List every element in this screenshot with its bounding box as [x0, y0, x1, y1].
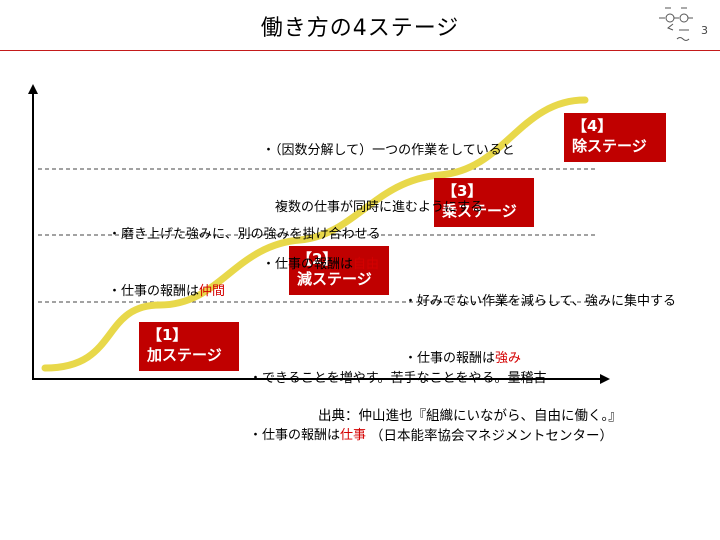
stage-2-reward-line: ・仕事の報酬は強み — [404, 349, 676, 368]
stage-1-line: ・できることを増やす。苦手なことをやる。量稽古 — [249, 371, 547, 386]
stage-2-reward: 強み — [495, 351, 522, 366]
stage-4-line: ・（因数分解して）一つの作業をしていると — [262, 143, 515, 158]
stage-3-line: ・磨き上げた強みに、別の強みを掛け合わせる — [108, 227, 381, 242]
source-line-2: （日本能率協会マネジメントセンター） — [370, 428, 613, 444]
stage-1-box: 【1】 加ステージ — [139, 322, 239, 371]
reward-prefix: ・仕事の報酬は — [262, 257, 354, 272]
y-axis-arrow-icon — [28, 84, 38, 94]
stage-1-tag: 【1】 — [147, 326, 188, 344]
stage-4-tag: 【4】 — [572, 117, 613, 135]
logo-icon — [659, 7, 693, 41]
stage-4-name: 除ステージ — [572, 137, 647, 155]
stage-1-reward-line: ・仕事の報酬は仕事 — [249, 426, 546, 445]
stage-4-line: 複数の仕事が同時に進むようにする — [262, 200, 484, 215]
reward-prefix: ・仕事の報酬は — [108, 284, 200, 299]
stage-2-name: 減ステージ — [297, 270, 372, 288]
stage-3-reward: 仲間 — [199, 284, 226, 299]
stage-4-reward: 自由 — [353, 257, 380, 272]
stage-4-description: ・（因数分解して）一つの作業をしていると 複数の仕事が同時に進むようにする ・仕… — [262, 103, 515, 293]
stage-1-name: 加ステージ — [147, 346, 222, 364]
stage-1-description: ・できることを増やす。苦手なことをやる。量稽古 ・仕事の報酬は仕事 — [249, 331, 546, 464]
stage-2-box: 【2】 減ステージ — [289, 246, 389, 295]
stage-3-tag: 【3】 — [442, 182, 483, 200]
x-axis-arrow-icon — [600, 374, 610, 384]
page-number: 3 — [701, 24, 708, 37]
title-underline — [0, 50, 720, 51]
stage-2-tag: 【2】 — [297, 250, 338, 268]
source-line-1: 出典：仲山進也『組織にいながら、自由に働く。』 — [318, 408, 622, 424]
stage-4-box: 【4】 除ステージ — [564, 113, 666, 162]
stage-3-name: 乗ステージ — [442, 202, 517, 220]
stage-4-reward-line: ・仕事の報酬は自由 — [262, 255, 515, 274]
reward-prefix: ・仕事の報酬は — [249, 428, 341, 443]
stage-1-reward: 仕事 — [340, 428, 367, 443]
stage-3-reward-line: ・仕事の報酬は仲間 — [108, 282, 381, 301]
page-title: 働き方の4ステージ — [260, 16, 460, 41]
reward-prefix: ・仕事の報酬は — [404, 351, 496, 366]
stage-2-line: ・好みでない作業を減らして、強みに集中する — [404, 294, 676, 309]
source-citation: 出典：仲山進也『組織にいながら、自由に働く。』 （日本能率協会マネジメントセンタ… — [318, 406, 678, 446]
stage-3-box: 【3】 乗ステージ — [434, 178, 534, 227]
growth-curve — [41, 96, 589, 372]
stage-3-description: ・磨き上げた強みに、別の強みを掛け合わせる ・仕事の報酬は仲間 — [108, 187, 381, 320]
stage-2-description: ・好みでない作業を減らして、強みに集中する ・仕事の報酬は強み — [404, 254, 676, 387]
